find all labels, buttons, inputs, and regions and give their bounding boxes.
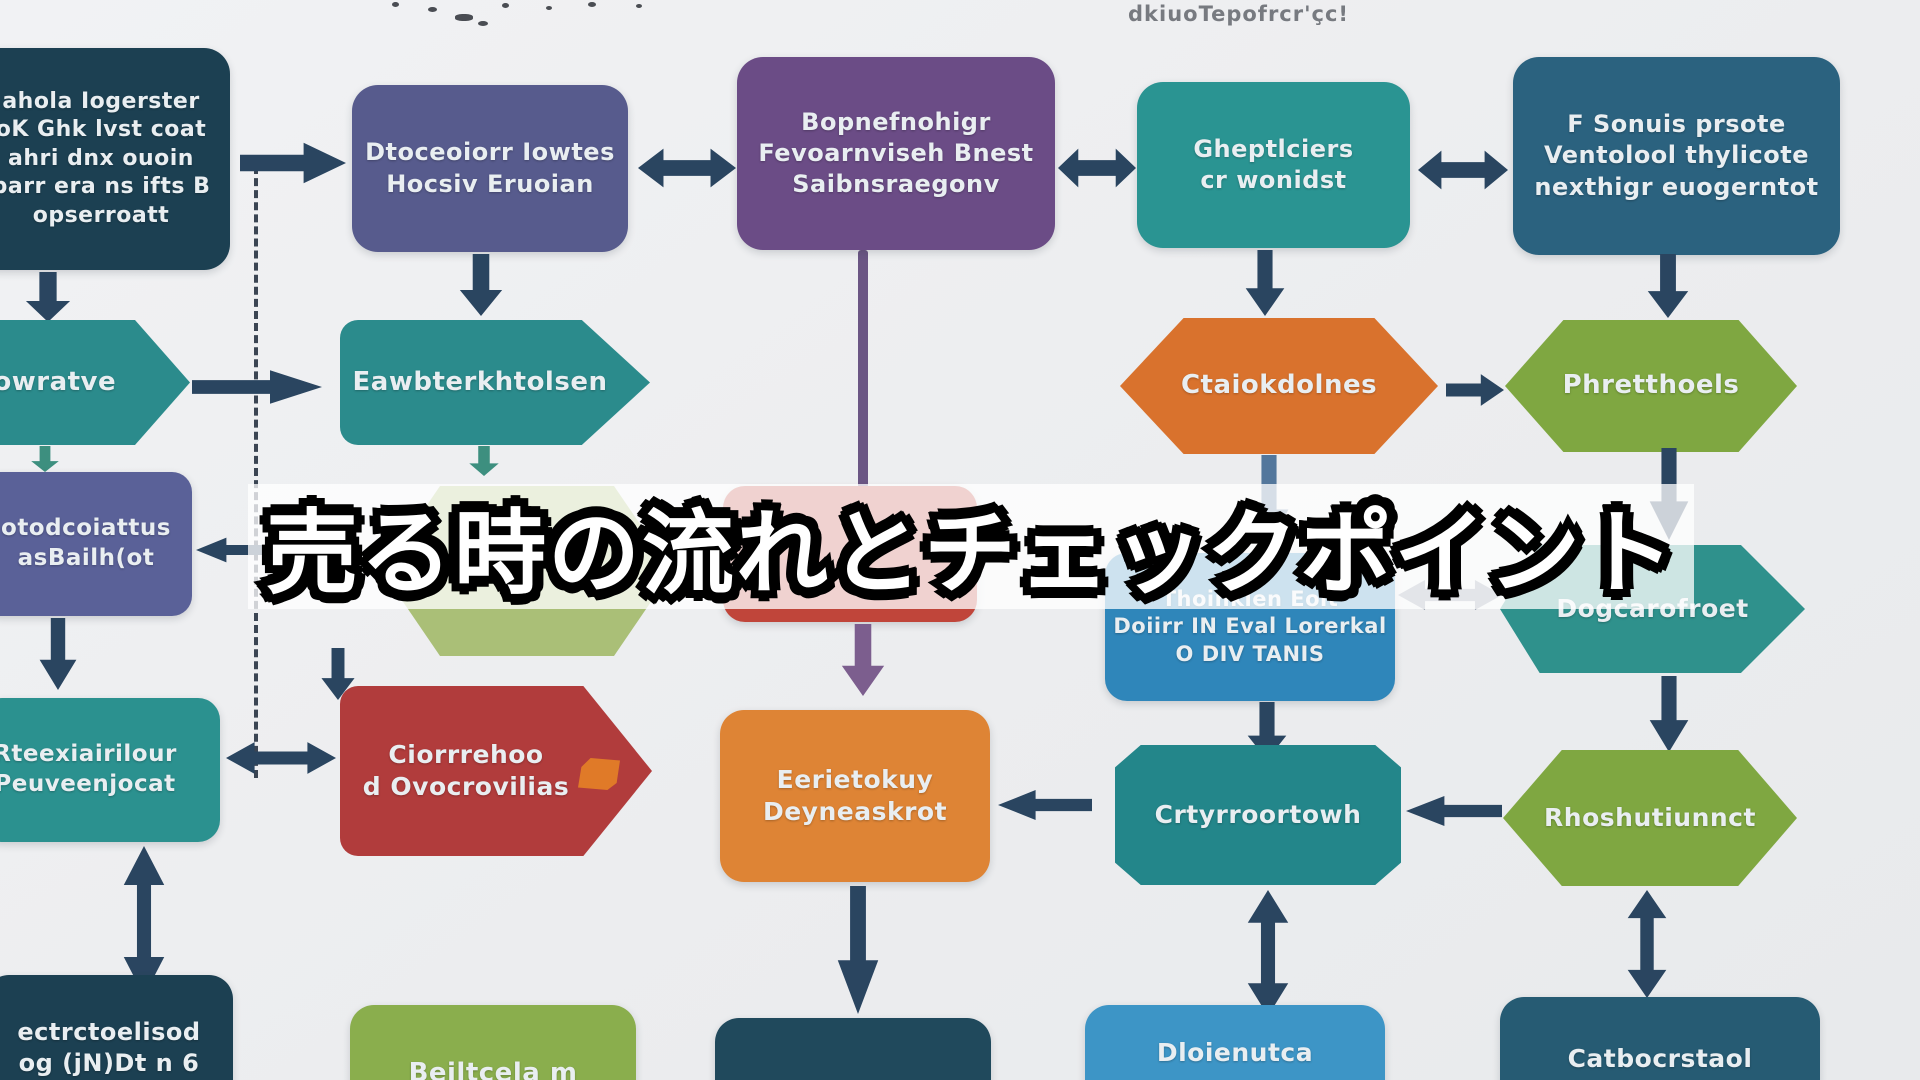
arrow-r3c1-to-r4c1: [39, 618, 77, 690]
top-handwritten-note: dkiuoTepofrcr'çc!: [1128, 2, 1350, 26]
ink-speck: [636, 4, 642, 8]
node-label-line: Fevoarnviseh Bnest: [758, 138, 1034, 167]
arrow-r1c1-to-r2c1: [25, 272, 71, 322]
dashed-connector-line: [254, 166, 258, 778]
arrow-r1c5-to-r2c5: [1647, 254, 1689, 318]
node-label-line: Gheptlciers: [1193, 134, 1354, 163]
node-label-line: Dtoceoiorr Iowtes: [365, 138, 615, 167]
arrow-r3c3-to-r4c3: [841, 624, 885, 696]
node-label-line: Powratve: [0, 366, 117, 397]
arrow-r4c1-down-double: [123, 846, 165, 996]
ink-speck: [455, 14, 473, 21]
flow-node-r1c3: Bopnefnohigr Fevoarnviseh Bnest Saibnsra…: [737, 57, 1055, 250]
ink-speck: [588, 2, 596, 7]
flow-node-r1c5: F Sonuis prsote Ventolool thylicote next…: [1513, 57, 1840, 255]
node-label-line: ahola Iogerster: [2, 88, 200, 114]
ink-speck: [478, 21, 488, 26]
flow-node-r5c3: [715, 1018, 991, 1080]
ink-speck: [428, 7, 437, 12]
ink-speck: [502, 3, 509, 8]
arrow-r1c4-r1c5-double: [1418, 150, 1508, 190]
arrow-r2c4-to-r2c5: [1446, 374, 1504, 406]
arrow-r4c4-r5c4-double: [1247, 890, 1289, 1016]
arrow-r4c4-to-r4c3: [998, 790, 1092, 820]
arrow-r4c5-to-r4c4: [1406, 796, 1502, 826]
flow-node-r2c1: Powratve: [0, 320, 190, 445]
arrow-r1c4-to-r2c4: [1245, 250, 1285, 316]
flow-node-r5c4: Dloienutca: [1085, 1005, 1385, 1080]
node-label-line: Bopnefnohigr: [801, 107, 991, 136]
node-label-line: Eerietokuy: [776, 764, 934, 794]
arrow-r1c3-r1c4-double: [1058, 148, 1136, 188]
node-label-line: opserroatt: [32, 202, 170, 228]
flow-node-r2c2: Eawbterkhtolsen: [340, 320, 650, 445]
flow-node-r1c4: Gheptlciers cr wonidst: [1137, 82, 1410, 248]
flow-node-r5c5: Catbocrstaol: [1500, 997, 1820, 1080]
node-label-line: Catbocrstaol: [1567, 1044, 1753, 1073]
purple-connector-line: [858, 250, 868, 488]
arrow-r1c2-r1c3-double: [638, 148, 736, 188]
node-label-line: ahri dnx ouoin: [8, 145, 194, 171]
node-label-line: Eawbterkhtolsen: [352, 366, 608, 397]
node-label-line: cr wonidst: [1200, 166, 1347, 194]
node-label-line: Peuveenjocat: [0, 771, 176, 797]
flow-node-r2c5: Phretthoels: [1505, 320, 1797, 452]
node-label-line: O DIV TANIS: [1175, 641, 1325, 666]
node-label-line: Rteexiairilour: [0, 741, 177, 768]
node-label-line: Saibnsraegonv: [792, 170, 1000, 199]
node-label-line: otodcoiattus: [1, 515, 171, 542]
ink-speck: [392, 2, 399, 7]
flow-node-r4c3: Eerietokuy Deyneaskrot: [720, 710, 990, 882]
arrow-r4c1-r4c2-double: [226, 742, 336, 774]
page-title: 売る時の流れとチェックポイント: [259, 493, 1681, 614]
node-label-line: ectrctoelisod: [17, 1018, 201, 1046]
node-label-line: asBailh(ot: [17, 545, 155, 571]
arrow-r2c1-down-small: [31, 446, 59, 472]
node-label-line: Phretthoels: [1562, 370, 1740, 401]
node-label-line: d Ovocrovilias: [362, 772, 570, 801]
ink-speck: [546, 6, 552, 10]
node-label-line: oK Ghk lvst coat: [0, 117, 207, 143]
node-label-line: Ctaiokdolnes: [1180, 370, 1378, 401]
node-label-line: Hocsiv Eruoian: [386, 169, 594, 198]
flow-node-r1c1: ahola Iogerster oK Ghk lvst coat ahri dn…: [0, 48, 230, 270]
flow-node-r2c4: Ctaiokdolnes: [1120, 318, 1438, 454]
node-label-line: Crtyrroortowh: [1154, 799, 1362, 829]
node-label-line: Ventolool thylicote: [1544, 141, 1809, 170]
node-label-line: Dloienutca: [1156, 1038, 1314, 1067]
node-label-line: og (jN)Dt n 6: [18, 1049, 200, 1078]
arrow-r1c2-to-r2c2: [459, 254, 503, 316]
arrow-r4c5-r5c5-double: [1627, 890, 1667, 998]
node-label-line: Deyneaskrot: [762, 797, 948, 826]
flow-node-r5c2: Beiltcela m: [350, 1005, 636, 1080]
node-label-line: Doiirr IN Eval Lorerkal: [1113, 614, 1387, 639]
node-label-line: Rhoshutiunnct: [1544, 802, 1756, 832]
flow-node-r4c5: Rhoshutiunnct: [1503, 750, 1797, 886]
title-band: [248, 484, 1694, 609]
node-label-line: Beiltcela m: [408, 1058, 578, 1080]
node-label-line: barr era ns ifts B: [0, 174, 211, 200]
flow-node-r3c1: otodcoiattus asBailh(ot: [0, 472, 192, 616]
node-label-line: F Sonuis prsote: [1567, 110, 1786, 139]
arrow-r3c5-to-r4c5: [1649, 676, 1689, 752]
node-label-line: nexthigr euogerntot: [1534, 172, 1819, 201]
node-label-line: Ciorrrehoo: [388, 739, 544, 769]
flow-node-r1c2: Dtoceoiorr Iowtes Hocsiv Eruoian: [352, 85, 628, 252]
arrow-r4c3-to-r5c3: [837, 886, 879, 1014]
flow-node-r4c1: Rteexiairilour Peuveenjocat: [0, 698, 220, 842]
flow-node-r4c4: Crtyrroortowh: [1115, 745, 1401, 885]
flow-node-r5c1: ectrctoelisod og (jN)Dt n 6: [0, 975, 233, 1080]
